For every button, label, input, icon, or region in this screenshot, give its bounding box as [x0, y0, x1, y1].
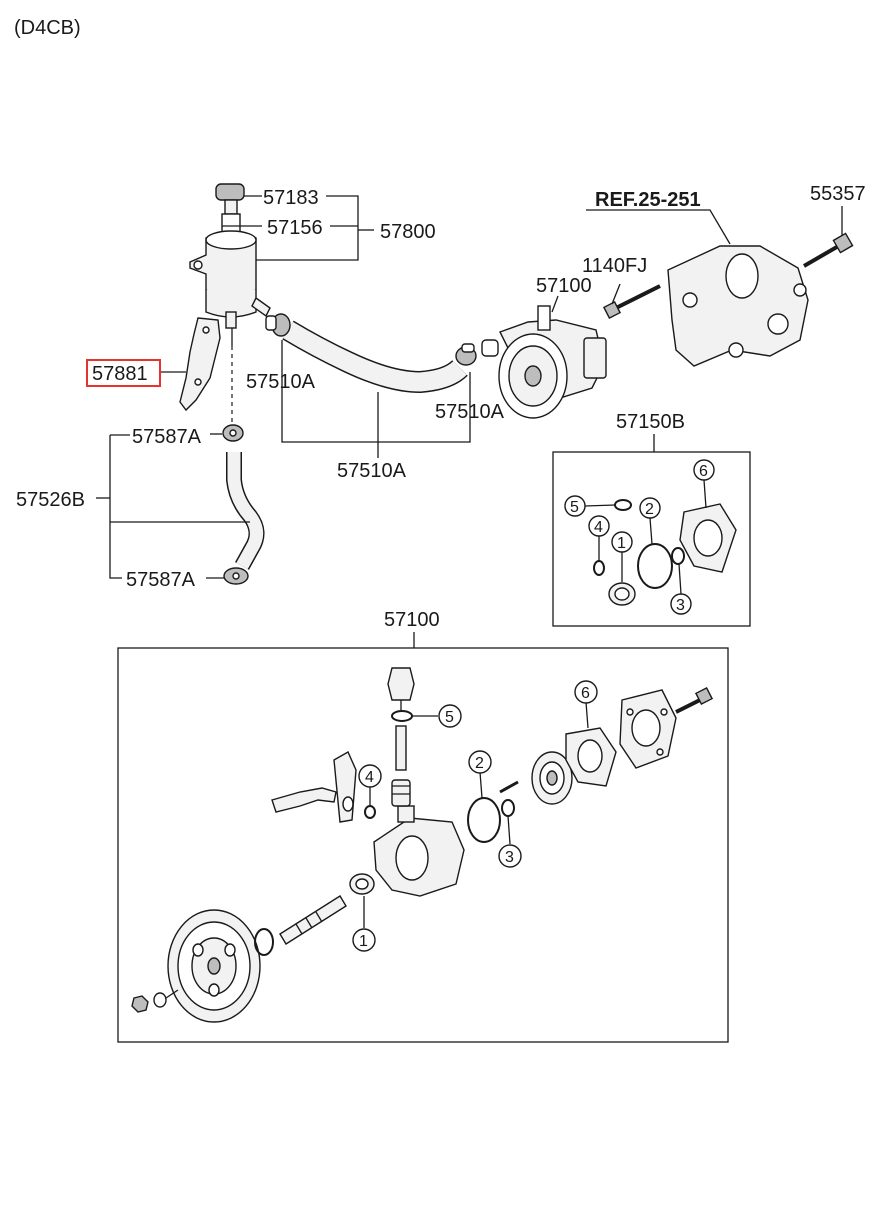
detail-end-cover[interactable] — [619, 689, 677, 769]
detail-bushing[interactable] — [349, 873, 375, 928]
label-57526b: 57526B — [16, 489, 85, 511]
kit-part-4-oring[interactable] — [588, 515, 610, 576]
label-57510a-right: 57510A — [435, 401, 505, 423]
label-57510a-left: 57510A — [246, 371, 316, 393]
detail-oring-4[interactable] — [364, 786, 376, 819]
kit-callout-5: 5 — [570, 499, 579, 516]
detail-inlet-pipe[interactable] — [271, 751, 357, 823]
label-57150b: 57150B — [616, 411, 685, 433]
kit-part-6-gasket[interactable] — [679, 459, 737, 573]
pump-inlet-pipe — [481, 339, 499, 357]
label-57100-detail: 57100 — [384, 609, 440, 631]
label-57100-top: 57100 — [536, 275, 592, 297]
label-57587a-top: 57587A — [132, 426, 202, 448]
label-57183: 57183 — [263, 187, 319, 209]
detail-callouts: 1 2 3 4 5 6 — [352, 680, 598, 952]
detail-oring-5[interactable] — [391, 710, 438, 722]
kit-callout-1: 1 — [617, 535, 626, 552]
label-57587a-bottom: 57587A — [126, 569, 196, 591]
detail-callout-6: 6 — [581, 685, 590, 702]
detail-valve[interactable] — [391, 725, 411, 807]
detail-cam-ring[interactable] — [531, 751, 573, 805]
detail-callout-1: 1 — [359, 933, 368, 950]
kit-part-1-bushing[interactable] — [608, 531, 636, 606]
kit-callout-2: 2 — [645, 501, 654, 518]
seal-kit-box: 57150B — [552, 411, 751, 627]
label-57881[interactable]: 57881 — [92, 363, 148, 385]
pump-detail-box: 57100 — [117, 609, 729, 1043]
kit-part-3-oring[interactable] — [670, 547, 692, 615]
suction-hose[interactable] — [226, 452, 265, 570]
detail-callout-2: 2 — [475, 755, 484, 772]
kit-callout-3: 3 — [676, 597, 685, 614]
detail-nut-washer[interactable] — [131, 989, 179, 1013]
power-steering-pump-assembly[interactable] — [498, 305, 607, 419]
hose-clamp-left[interactable] — [265, 313, 291, 337]
label-57510a-bottom: 57510A — [337, 460, 407, 482]
label-57800: 57800 — [380, 221, 436, 243]
reservoir-cap[interactable] — [215, 183, 245, 215]
kit-part-5-oring[interactable] — [564, 495, 632, 517]
highlight-box-57881 — [86, 359, 161, 387]
clamp-top[interactable] — [222, 424, 244, 442]
return-hose[interactable] — [282, 320, 468, 394]
kit-callout-6: 6 — [699, 463, 708, 480]
kit-callout-4: 4 — [594, 519, 603, 536]
detail-callout-4: 4 — [365, 769, 374, 786]
detail-shaft[interactable] — [279, 895, 347, 945]
engine-code-label: (D4CB) — [14, 17, 81, 39]
detail-fitting[interactable] — [387, 667, 415, 712]
kit-part-2-oring[interactable] — [637, 497, 673, 589]
label-ref-25-251: REF.25-251 — [595, 189, 701, 211]
kit-callouts: 1 2 3 4 5 6 — [570, 463, 708, 614]
label-1140fj: 1140FJ — [582, 255, 647, 277]
mounting-bolt-1140fj[interactable] — [602, 284, 661, 320]
bracket-bolt-55357[interactable] — [802, 232, 854, 268]
hose-clamp-right[interactable] — [455, 343, 477, 366]
detail-callout-5: 5 — [445, 709, 454, 726]
detail-oring-3[interactable] — [501, 799, 515, 845]
detail-pump-body[interactable] — [373, 805, 465, 897]
detail-oring-2[interactable] — [467, 771, 501, 843]
detail-callout-3: 3 — [505, 849, 514, 866]
clamp-bottom[interactable] — [223, 567, 249, 585]
reservoir-bracket[interactable] — [179, 317, 221, 412]
reservoir-tank[interactable] — [189, 230, 271, 329]
detail-gasket-6[interactable] — [565, 701, 617, 787]
detail-cover-bolt[interactable] — [675, 686, 714, 714]
leader-lines-top — [96, 195, 843, 579]
detail-pulley[interactable] — [167, 909, 261, 1023]
detail-pin[interactable] — [499, 780, 519, 794]
label-55357: 55357 — [810, 183, 866, 205]
detail-shaft-oring[interactable] — [254, 928, 274, 956]
label-57156: 57156 — [267, 217, 323, 239]
pump-mounting-bracket[interactable] — [667, 245, 809, 367]
